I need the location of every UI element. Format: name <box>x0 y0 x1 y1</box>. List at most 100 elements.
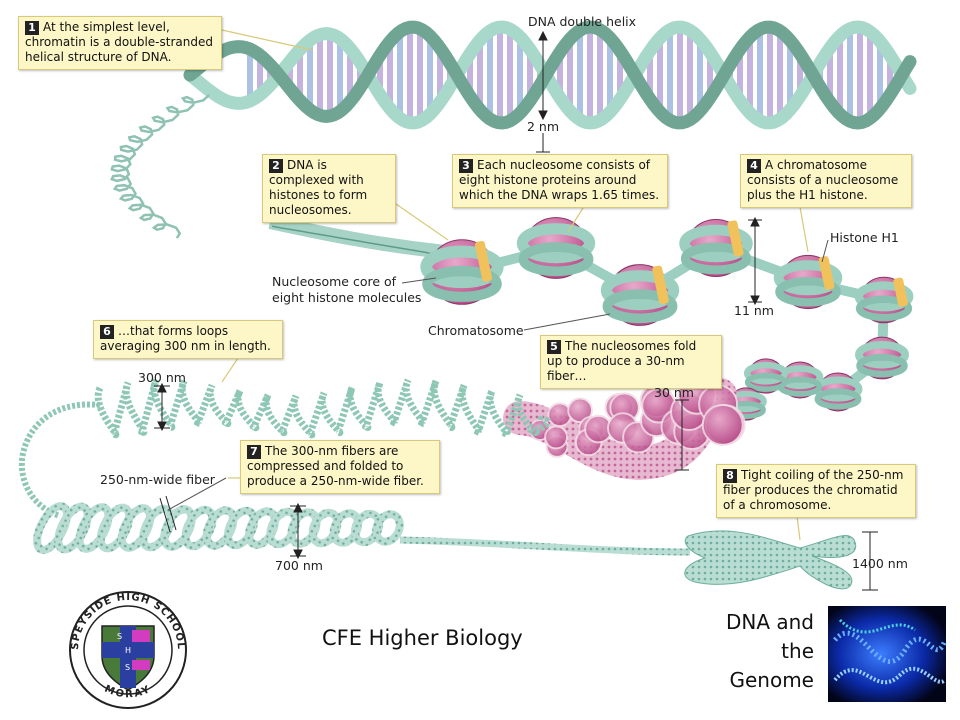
histone-h1 <box>727 220 744 257</box>
callout-number: 3 <box>459 159 473 173</box>
dna-wrap <box>773 260 843 296</box>
base-pair <box>337 38 343 112</box>
base-pair <box>867 31 873 119</box>
thin-fiber-to-chromosome <box>399 536 691 556</box>
base-pair <box>707 52 713 98</box>
histone-h1 <box>893 277 908 307</box>
base-pair <box>647 50 653 100</box>
base-pair <box>667 29 673 121</box>
base-pair <box>557 52 563 98</box>
dna-wrap <box>856 354 908 378</box>
callout-text: A chromatosome consists of a nucleosome … <box>747 158 899 202</box>
base-pair <box>837 35 843 115</box>
histone-h1 <box>818 256 835 290</box>
callout-number: 1 <box>25 21 39 35</box>
dna-wrap <box>420 245 504 289</box>
base-pair <box>247 49 253 101</box>
course-title: CFE Higher Biology <box>322 626 523 650</box>
dna-wrap <box>680 242 752 275</box>
base-pair <box>347 48 353 102</box>
base-pair <box>377 55 383 95</box>
base-pair <box>427 35 433 115</box>
histone-h1 <box>474 240 493 282</box>
base-pair <box>437 47 443 103</box>
dna-wrap <box>518 242 594 277</box>
label-11nm: 11 nm <box>734 303 774 318</box>
dna-wrap <box>516 223 596 264</box>
crest-letter-2: H <box>125 646 131 655</box>
base-pair <box>747 36 753 114</box>
base-pair <box>527 49 533 101</box>
coiled-dna-left <box>110 94 210 239</box>
base-pair <box>577 30 583 120</box>
base-pair <box>407 27 413 123</box>
label-2nm: 2 nm <box>527 119 560 134</box>
dna-wrap <box>744 372 788 392</box>
linker-dna-band <box>268 215 446 259</box>
chromatid-chromosome <box>684 530 857 590</box>
unit-title-line: DNA and <box>725 610 814 634</box>
dna-wrap <box>855 295 913 322</box>
coil-250nm-fiber <box>33 502 404 554</box>
label-30nm: 30 nm <box>654 385 694 400</box>
solenoid-nucleosome <box>567 397 593 424</box>
base-pair <box>787 40 793 110</box>
base-pair <box>397 31 403 119</box>
base-pair <box>267 64 273 86</box>
base-pair <box>847 28 853 122</box>
base-pair <box>857 27 863 123</box>
crest-letter-1: S <box>117 632 122 641</box>
label-chromatosome: Chromatosome <box>428 323 524 338</box>
dna-double-helix <box>183 20 917 130</box>
base-pair <box>757 29 763 121</box>
base-pair <box>827 47 833 103</box>
base-pair <box>687 30 693 120</box>
label-700nm: 700 nm <box>275 558 323 573</box>
dimension-markers <box>154 30 878 591</box>
base-pair <box>737 49 743 101</box>
base-pair <box>657 37 663 112</box>
base-pair <box>617 50 623 100</box>
dna-wrap <box>602 289 678 324</box>
base-pair <box>287 61 293 89</box>
base-pair <box>317 34 323 116</box>
dna-wrap <box>679 224 753 263</box>
dna-wrap <box>743 362 789 385</box>
label-histone-h1: Histone H1 <box>830 230 899 245</box>
thirty-nm-fiber <box>503 375 746 480</box>
loops-left-curve <box>18 401 101 519</box>
dna-wrap <box>600 270 680 311</box>
nucleosome-chain <box>420 217 914 421</box>
callout-number: 2 <box>269 159 283 173</box>
dna-wrap <box>814 388 862 410</box>
coil-turn <box>372 510 404 546</box>
unit-title-line: Genome <box>729 668 814 692</box>
callout-text: …that forms loops averaging 300 nm in le… <box>100 324 271 353</box>
base-pair <box>487 30 493 120</box>
dna-wrap <box>854 281 914 312</box>
callout-text: The nucleosomes fold up to produce a 30-… <box>547 339 697 383</box>
dna-wrap <box>422 265 502 302</box>
base-pair <box>497 27 503 124</box>
dna-thumbnail-image <box>828 606 948 702</box>
base-pair <box>517 36 523 114</box>
base-pair <box>767 27 773 124</box>
base-pair <box>607 37 613 112</box>
base-pair <box>567 39 573 111</box>
base-pair <box>307 40 313 110</box>
unit-title-line: the <box>781 639 814 663</box>
callout-text: The 300-nm fibers are compressed and fol… <box>247 444 424 488</box>
base-pair <box>777 30 783 120</box>
solenoid-nucleosome <box>701 403 744 446</box>
school-crest: SPEYSIDE HIGH SCHOOL MORAY S H S <box>69 591 187 709</box>
base-pair <box>297 49 303 101</box>
callout-number: 8 <box>723 469 737 483</box>
linker-dna-zigzag <box>271 225 441 256</box>
base-pair <box>417 28 423 122</box>
